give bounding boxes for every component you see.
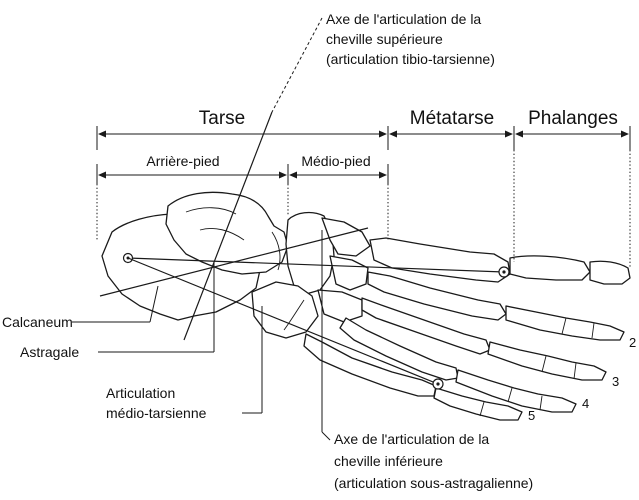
label-astragale: Astragale [20,344,79,360]
axis-superior-line1: Axe de l'articulation de la [326,11,481,27]
region-phalanges: Phalanges [528,108,618,129]
phalanx-toe1-proximal [510,256,590,280]
cuneiform-intermediate [330,256,368,290]
axis-inferior-line1: Axe de l'articulation de la [334,431,489,447]
region-tarse: Tarse [199,108,245,129]
axis-inferior-line3: (articulation sous-astragalienne) [334,475,533,491]
axis-inferior-line2: cheville inférieure [334,453,443,469]
foot-bones [102,192,630,420]
toe-number-5: 5 [528,408,535,423]
axis-superior-line3: (articulation tibio-tarsienne) [326,51,495,67]
label-calcaneum: Calcaneum [2,314,73,330]
region-metatarse: Métatarse [410,108,494,129]
metatarsal-1 [370,238,510,282]
cuneiform-lateral [318,290,362,322]
phalanx-toe1-distal [590,261,630,284]
superior-axis-dashed [272,18,322,112]
toe-number-2: 2 [629,335,636,350]
toe-number-3: 3 [612,374,619,389]
label-joint-line2: médio-tarsienne [106,405,207,421]
region-medio-pied: Médio-pied [301,153,370,169]
label-joint-line1: Articulation [106,385,175,401]
phalanx-toe3 [488,342,606,380]
axis-superior-line2: cheville supérieure [326,31,443,47]
toe-number-4: 4 [582,396,589,411]
region-arriere-pied: Arrière-pied [146,153,219,169]
